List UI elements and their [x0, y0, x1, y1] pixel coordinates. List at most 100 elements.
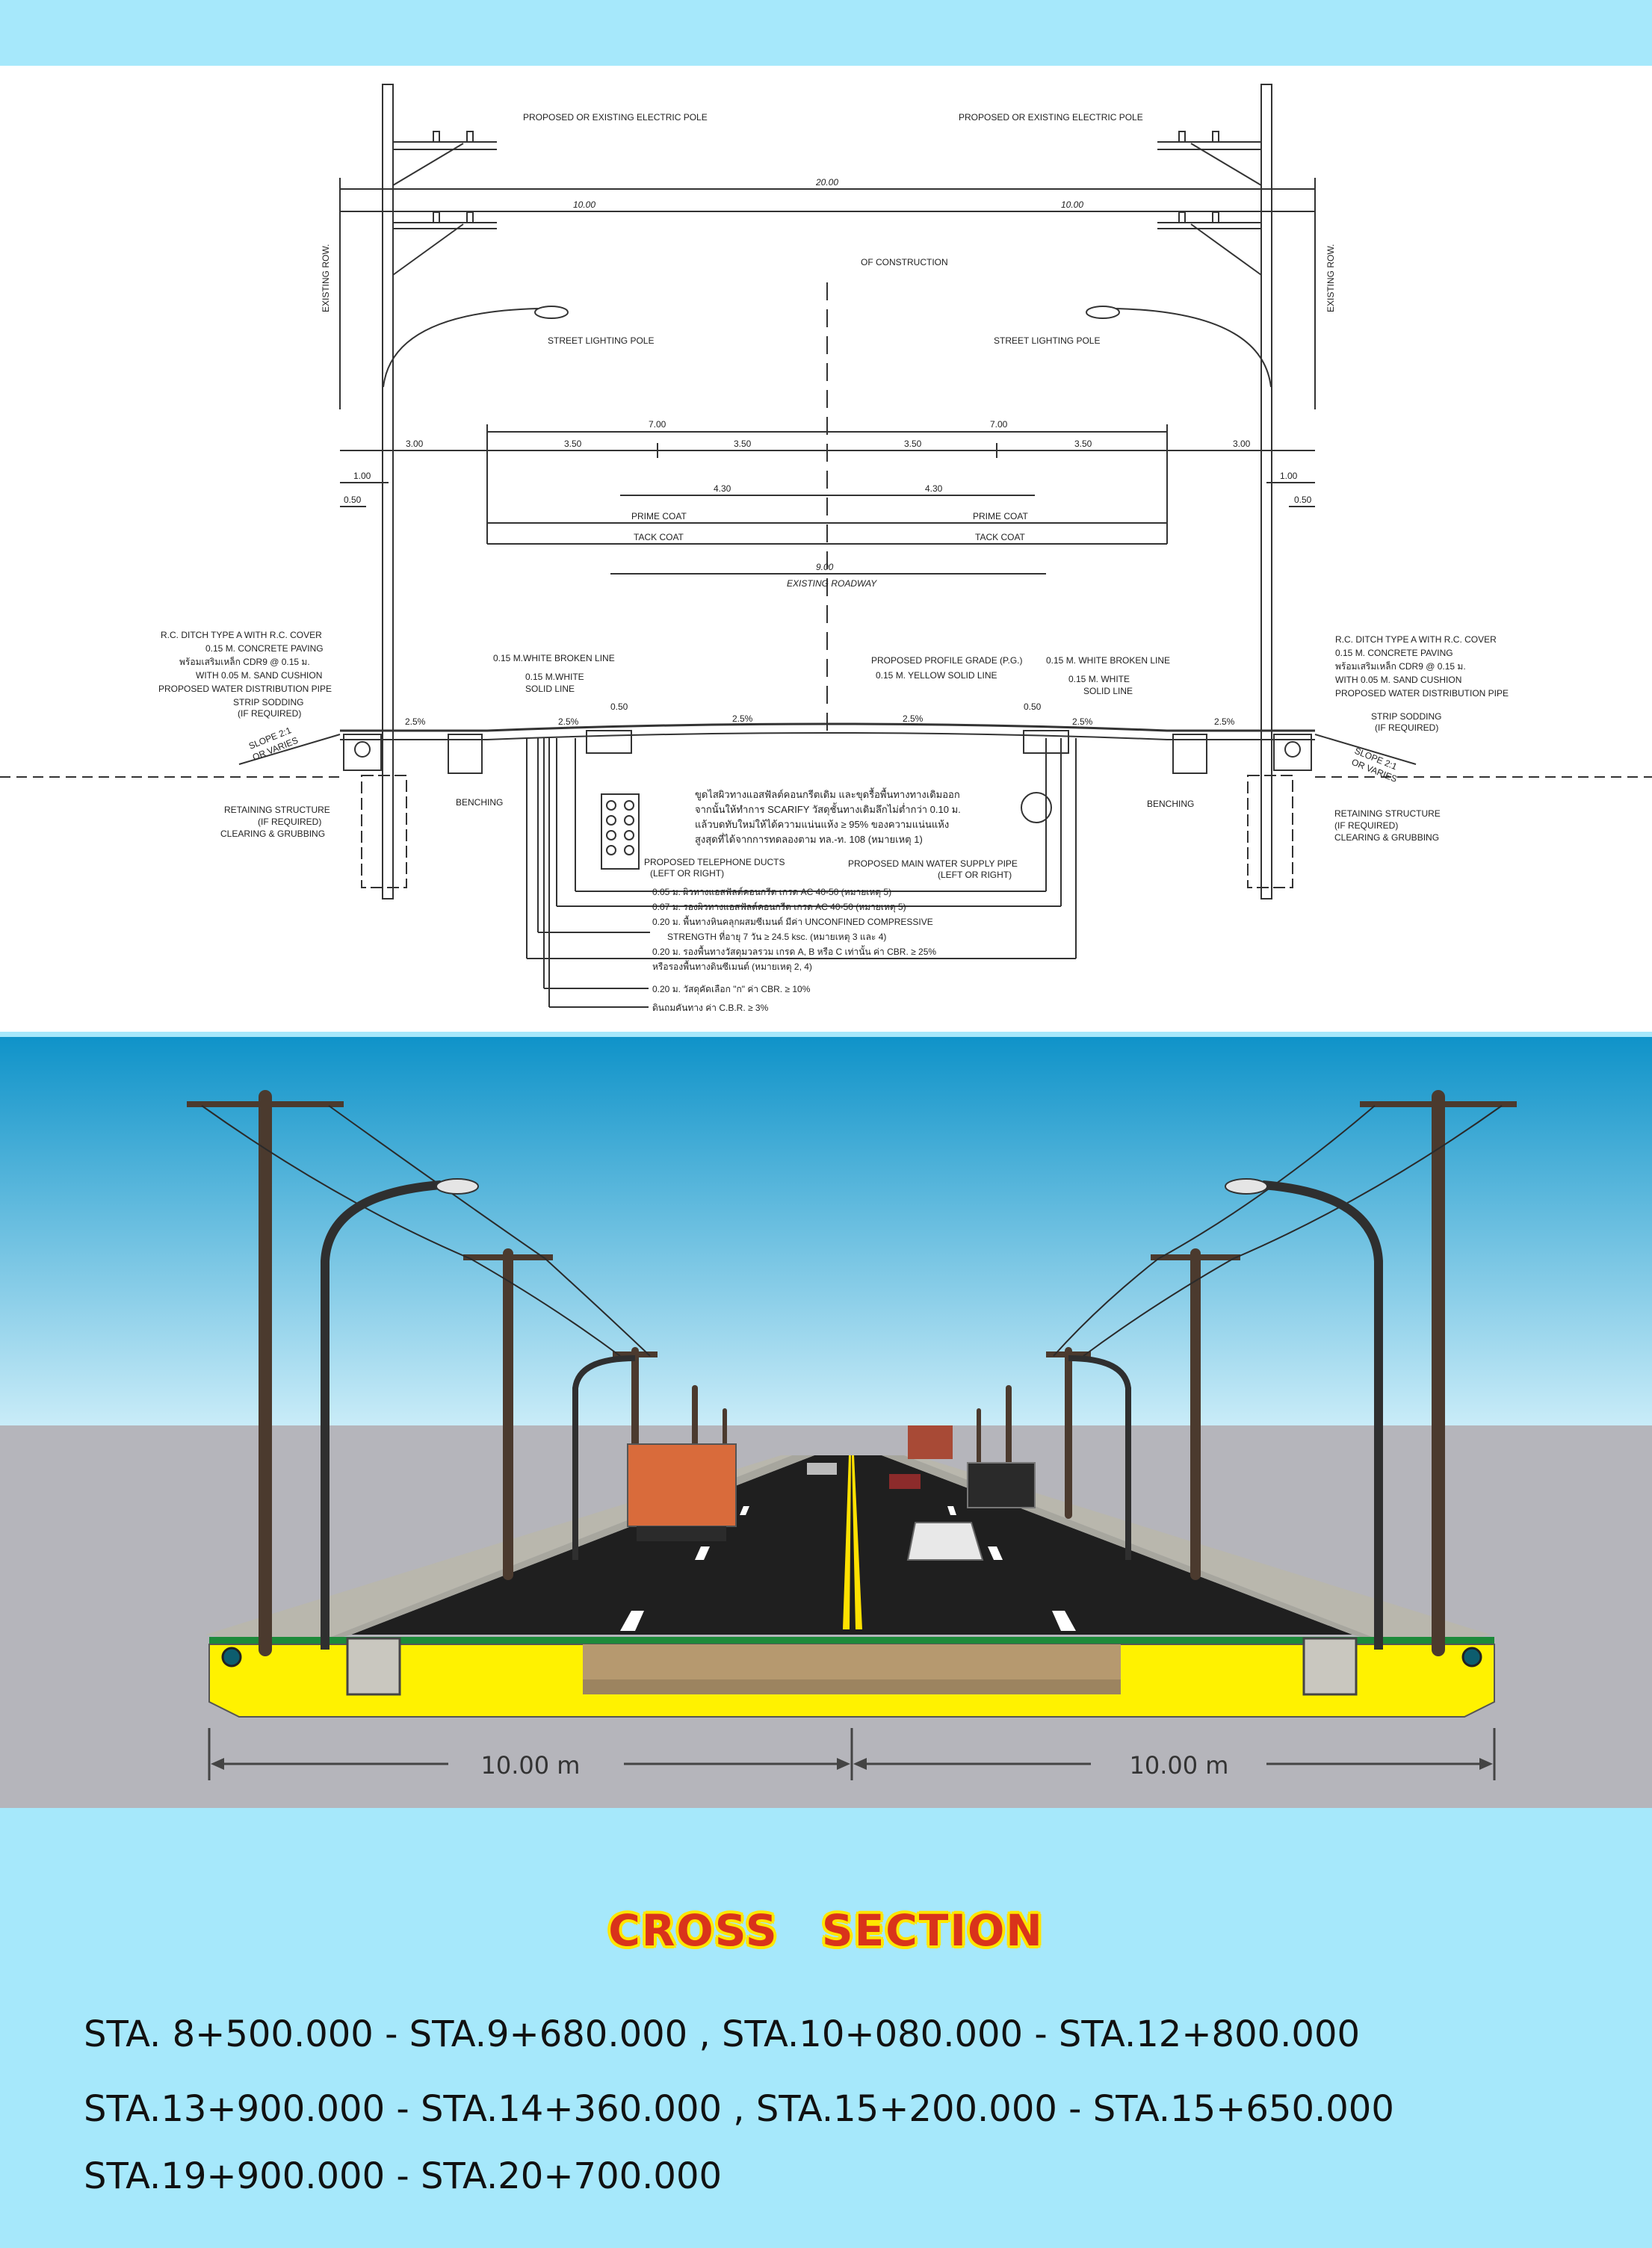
dim-offset-left: 1.00: [353, 471, 371, 481]
station-range-line-1: STA. 8+500.000 - STA.9+680.000 , STA.10+…: [84, 2013, 1361, 2055]
slope-3: 2.5%: [732, 713, 753, 724]
station-range-line-3: STA.19+900.000 - STA.20+700.000: [84, 2155, 723, 2197]
dim-left-label: 10.00 m: [481, 1751, 581, 1780]
street-light-label-right: STREET LIGHTING POLE: [994, 335, 1100, 346]
dim-lane-1: 3.50: [564, 439, 582, 449]
white-car: [906, 1522, 984, 1561]
drawing-svg: PROPOSED OR EXISTING ELECTRIC POLE PROPO…: [0, 84, 1652, 1013]
slope-6: 2.5%: [1214, 716, 1235, 727]
left-note-3: พร้อมเสริมเหล็ก CDR9 @ 0.15 ม.: [179, 656, 310, 667]
render-svg: 10.00 m 10.00 m: [0, 1037, 1652, 1808]
dim-shoulder-right: 3.00: [1233, 439, 1251, 449]
left-ditch: [343, 734, 382, 771]
existing-roadway-label: EXISTING ROADWAY: [787, 578, 877, 589]
dim-lane-2: 3.50: [734, 439, 752, 449]
left-note-4: WITH 0.05 M. SAND CUSHION: [196, 670, 322, 681]
electric-pole-label-left: PROPOSED OR EXISTING ELECTRIC POLE: [523, 112, 708, 123]
left-note-5: PROPOSED WATER DISTRIBUTION PIPE: [158, 684, 332, 694]
footer-panel: CROSS SECTION STA. 8+500.000 - STA.9+680…: [0, 1808, 1652, 2248]
broken-line-right: 0.15 M. WHITE BROKEN LINE: [1046, 655, 1170, 666]
dim-lane-3: 3.50: [904, 439, 922, 449]
prime-coat-right: PRIME COAT: [973, 511, 1028, 521]
slope-1: 2.5%: [405, 716, 426, 727]
water-supply-2: (LEFT OR RIGHT): [938, 870, 1012, 880]
right-lighting-arm: [1116, 308, 1272, 388]
layer-5: 0.20 ม. รองพื้นทางวัสดุมวลรวม เกรด A, B …: [652, 945, 936, 958]
right-ditch: [1273, 734, 1312, 771]
benching-right: BENCHING: [1147, 799, 1194, 809]
dim-ditch-right: 0.50: [1294, 495, 1312, 505]
truck: [627, 1443, 737, 1527]
layer-4: STRENGTH ที่อายุ 7 วัน ≥ 24.5 ksc. (หมาย…: [667, 930, 886, 943]
dim-offset-right: 1.00: [1280, 471, 1298, 481]
right-ditch-render: [1302, 1637, 1358, 1696]
retaining-left-3: CLEARING & GRUBBING: [220, 829, 325, 839]
solid-line-left-1: 0.15 M.WHITE: [525, 672, 584, 682]
broken-line-left: 0.15 M.WHITE BROKEN LINE: [493, 653, 615, 663]
centerline-label: OF CONSTRUCTION: [861, 257, 948, 267]
layer-1: 0.05 ม. ผิวทางแอสฟัลต์คอนกรีต เกรด AC 40…: [652, 887, 891, 898]
road-3d-render: 10.00 m 10.00 m: [0, 1037, 1652, 1808]
telephone-ducts: [601, 793, 640, 870]
cross-section-title: CROSS SECTION: [608, 1905, 1044, 1956]
dim-prime-left: 4.30: [714, 483, 731, 494]
curb-dim-right: 0.50: [1024, 702, 1042, 712]
benching-left: BENCHING: [456, 797, 503, 808]
scarify-note-2: จากนั้นให้ทำการ SCARIFY วัสดุชั้นทางเดิม…: [695, 802, 961, 816]
dim-ditch-left: 0.50: [344, 495, 362, 505]
dim-carriage-right: 7.00: [990, 419, 1008, 430]
dark-suv: [967, 1462, 1036, 1508]
retaining-right-3: CLEARING & GRUBBING: [1334, 832, 1439, 843]
prime-coat-left: PRIME COAT: [631, 511, 687, 521]
dim-half-right: 10.00: [1061, 199, 1083, 210]
dim-shoulder-left: 3.00: [406, 439, 424, 449]
left-note-7: (IF REQUIRED): [238, 708, 301, 719]
layer-3: 0.20 ม. พื้นทางหินคลุกผสมซีเมนต์ มีค่า U…: [652, 915, 933, 928]
cross-section-drawing: PROPOSED OR EXISTING ELECTRIC POLE PROPO…: [0, 66, 1652, 1032]
retaining-left-1: RETAINING STRUCTURE: [224, 805, 330, 815]
curb-dim-left: 0.50: [610, 702, 628, 712]
existing-row-label-right: EXISTING ROW.: [1325, 244, 1336, 312]
slope-2: 2.5%: [558, 716, 579, 727]
telephone-ducts-2: (LEFT OR RIGHT): [650, 868, 724, 879]
right-note-3: พร้อมเสริมเหล็ก CDR9 @ 0.15 ม.: [1335, 660, 1466, 672]
left-note-2: 0.15 M. CONCRETE PAVING: [205, 643, 324, 654]
road-profile: [340, 722, 1315, 732]
water-supply-1: PROPOSED MAIN WATER SUPPLY PIPE: [848, 858, 1018, 869]
station-range-line-2: STA.13+900.000 - STA.14+360.000 , STA.15…: [84, 2088, 1394, 2130]
solid-line-right-2: SOLID LINE: [1083, 686, 1133, 696]
slope-4: 2.5%: [903, 713, 924, 724]
dim-right-label: 10.00 m: [1130, 1751, 1229, 1780]
right-electric-pole: [1260, 84, 1272, 899]
left-note-6: STRIP SODDING: [233, 697, 303, 707]
right-note-5: PROPOSED WATER DISTRIBUTION PIPE: [1335, 688, 1509, 699]
tack-coat-left: TACK COAT: [634, 532, 684, 542]
scarify-note-4: สูงสุดที่ได้จากการทดลองตาม ทล.-ท. 108 (ห…: [695, 833, 923, 846]
dim-total: 20.00: [815, 177, 838, 188]
scarify-note-1: ขูดไสผิวทางแอสฟัลต์คอนกรีตเดิม และขุดรื้…: [695, 787, 960, 801]
dim-half-left: 10.00: [573, 199, 595, 210]
distant-truck: [908, 1425, 953, 1459]
existing-row-label-left: EXISTING ROW.: [321, 244, 331, 312]
asphalt-surface: [351, 1455, 1352, 1635]
right-note-4: WITH 0.05 M. SAND CUSHION: [1335, 675, 1461, 685]
right-note-2: 0.15 M. CONCRETE PAVING: [1335, 648, 1453, 658]
retaining-left-2: (IF REQUIRED): [258, 817, 321, 827]
electric-pole-label-right: PROPOSED OR EXISTING ELECTRIC POLE: [959, 112, 1143, 123]
layer-7: 0.20 ม. วัสดุคัดเลือก "ก" ค่า CBR. ≥ 10%: [652, 984, 811, 995]
water-supply-pipe: [1021, 792, 1052, 823]
dim-prime-right: 4.30: [925, 483, 943, 494]
dim-carriage-left: 7.00: [649, 419, 666, 430]
layer-2: 0.07 ม. รองผิวทางแอสฟัลต์คอนกรีต เกรด AC…: [652, 902, 906, 913]
street-light-label-left: STREET LIGHTING POLE: [548, 335, 654, 346]
left-lighting-arm: [383, 308, 539, 388]
yellow-line-label: 0.15 M. YELLOW SOLID LINE: [876, 670, 997, 681]
right-note-1: R.C. DITCH TYPE A WITH R.C. COVER: [1335, 634, 1497, 645]
tack-coat-right: TACK COAT: [975, 532, 1026, 542]
right-note-6: STRIP SODDING: [1371, 711, 1441, 722]
solid-line-right-1: 0.15 M. WHITE: [1068, 674, 1130, 684]
dim-lane-4: 3.50: [1074, 439, 1092, 449]
slope-5: 2.5%: [1072, 716, 1093, 727]
retaining-right-1: RETAINING STRUCTURE: [1334, 808, 1441, 819]
profile-grade-label: PROPOSED PROFILE GRADE (P.G.): [871, 655, 1023, 666]
